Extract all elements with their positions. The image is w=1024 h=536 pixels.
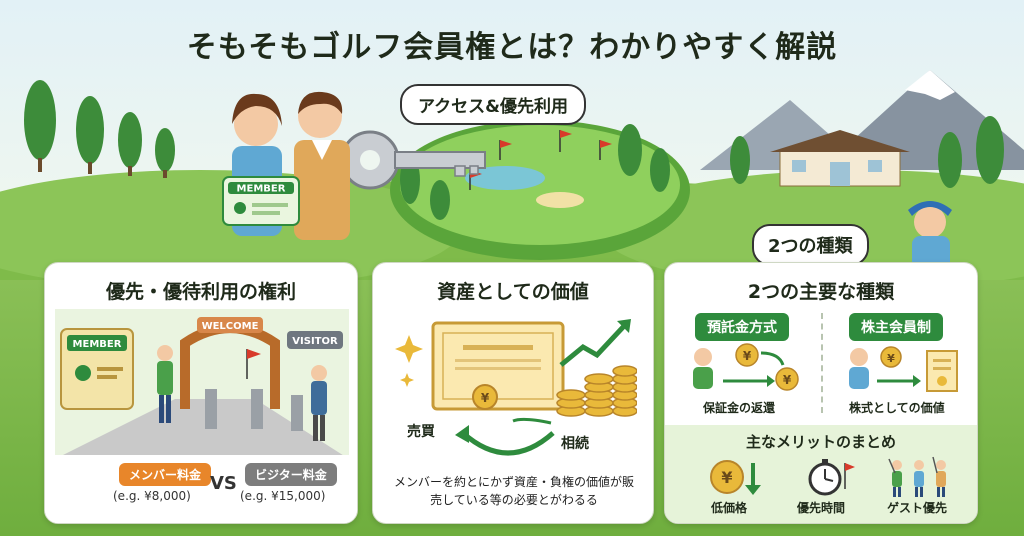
deposit-return-illustration: ¥ ¥ [693,343,799,391]
access-bubble: アクセス&優先利用 [400,84,586,125]
deposit-type-tag: 預託金方式 [695,313,789,341]
yen-share-icon: ¥ [887,352,895,365]
types-card-title: 2つの主要な種類 [747,281,895,303]
member-card-illustration: MEMBER [222,176,300,226]
asset-card-title: 資産としての価値 [437,281,589,303]
member-card-text: MEMBER [237,184,286,195]
merit-guest-priority: ゲスト優先 [887,501,948,515]
member-sign-text: MEMBER [73,339,122,350]
page-title: そもそもゴルフ会員権とは？わかりやすく解説 [186,30,838,65]
shareholder-caption: 株式としての価値 [849,401,945,415]
rights-card: 優先・優待利用の権利 MEMBER WELCOME VISITOR [44,262,358,524]
entrance-gate-illustration: MEMBER WELCOME VISITOR [55,309,349,459]
rights-card-title: 優先・優待利用の権利 [105,281,296,303]
visitor-sign-text: VISITOR [292,336,338,347]
merits-title: 主なメリットのまとめ [745,433,896,451]
merits-panel: 主なメリットのまとめ ¥ [665,425,977,523]
shareholder-illustration: ¥ [849,346,958,392]
visitor-fee-value: (e.g. ¥15,000) [240,489,326,503]
gate-sign-text: WELCOME [202,321,259,332]
merit-priority-time: 優先時間 [797,501,846,515]
fee-comparison: メンバー料金 (e.g. ¥8,000) VS ビジター料金 (e.g. ¥15… [45,455,357,523]
inherit-label: 相続 [561,436,589,452]
merit-low-price: 低価格 [711,501,748,515]
yen-seal-icon: ¥ [481,391,490,405]
types-divider [821,313,823,413]
yen-coin-icon: ¥ [743,349,752,363]
certificate-illustration: ¥ [395,319,637,417]
cycle-arrow-icon [455,417,555,456]
member-fee-value: (e.g. ¥8,000) [113,489,191,503]
deposit-caption: 保証金の返還 [703,401,776,415]
asset-description: メンバーを約とにかず資産・負権の価値が販売している等の必要とがわるる [393,475,634,507]
yen-coin-return-icon: ¥ [783,373,792,387]
types-bubble: 2つの種類 [752,224,869,266]
visitor-fee-label: ビジター料金 [245,463,337,486]
guest-golfers-icon [888,456,946,497]
svg-text:¥: ¥ [721,468,732,487]
vs-label: VS [210,473,237,494]
asset-card: 資産としての価値 ¥ [372,262,654,524]
member-fee-label: メンバー料金 [119,463,212,486]
low-price-icon: ¥ [710,460,761,495]
buy-label: 売買 [407,424,435,440]
types-card: 2つの主要な種類 預託金方式 株主会員制 ¥ ¥ 保証金の返還 ¥ [664,262,978,524]
stopwatch-icon [808,459,855,496]
shareholder-type-tag: 株主会員制 [849,313,943,341]
